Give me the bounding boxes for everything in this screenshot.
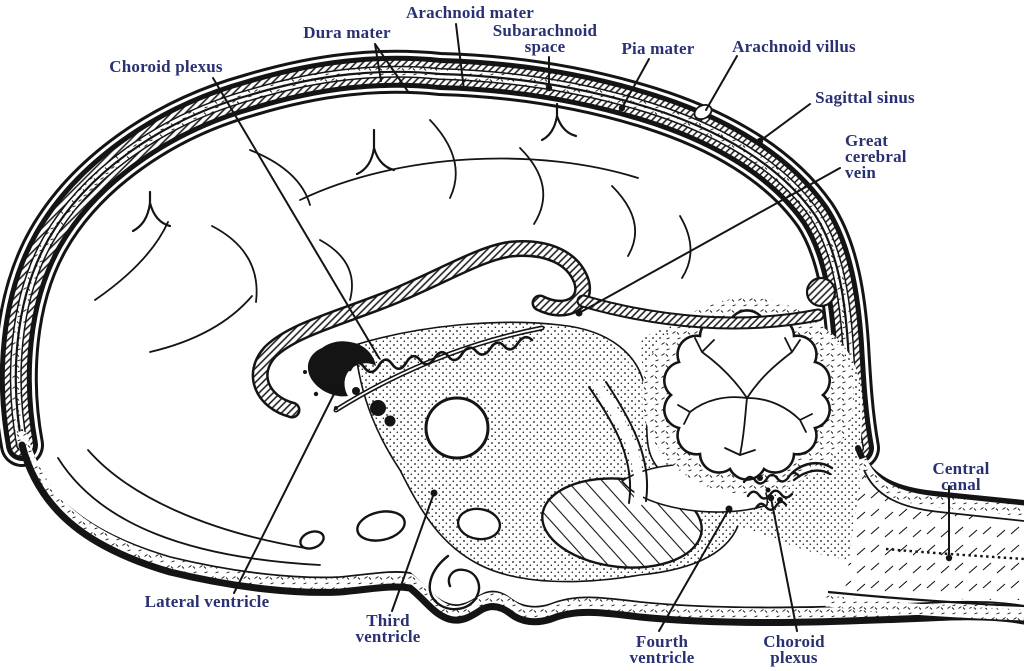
label-arachnoid-villus: Arachnoid villus	[732, 36, 856, 56]
label-fourth-ventricle: Fourth ventricle	[629, 631, 695, 667]
label-central-canal: Central canal	[932, 458, 990, 494]
tentorium-band	[576, 276, 837, 330]
label-choroid-plexus-upper: Choroid plexus	[109, 56, 223, 76]
leader-fourth-ventricle	[658, 508, 730, 632]
arbor-vitae	[677, 337, 813, 456]
label-lateral-ventricle: Lateral ventricle	[144, 591, 270, 611]
cerebellum	[642, 298, 854, 494]
base-structures	[299, 507, 502, 611]
pial-vessels	[131, 102, 578, 233]
leader-arachnoid-villus	[705, 55, 738, 111]
spinal-cord	[825, 445, 1024, 621]
corpus-callosum	[251, 240, 592, 419]
label-dura-mater: Dura mater	[303, 22, 391, 42]
cerebrum-sulci	[57, 119, 692, 566]
fornix	[333, 325, 545, 413]
meninges-shell	[0, 49, 880, 470]
leader-third-ventricle	[391, 492, 435, 612]
leader-arachnoid-mater	[455, 23, 465, 91]
label-arachnoid-mater: Arachnoid mater	[405, 2, 535, 22]
leader-dura-mater	[374, 43, 410, 94]
label-sagittal-sinus: Sagittal sinus	[815, 87, 915, 107]
leader-sagittal-sinus	[759, 103, 811, 142]
leader-choroid-plexus-lower	[770, 497, 798, 632]
label-choroid-plexus-lower: Choroid plexus	[763, 631, 825, 667]
sinus-confluence	[805, 276, 837, 308]
label-third-ventricle: Third ventricle	[355, 610, 421, 646]
leader-great-cerebral-vein	[578, 167, 841, 314]
leader-lateral-ventricle	[233, 381, 341, 594]
leader-choroid-plexus-upper	[212, 77, 380, 359]
cerebral-aqueduct	[588, 380, 648, 507]
choroid-plexus-lateral	[303, 335, 534, 427]
leader-pia-mater	[621, 58, 650, 109]
label-great-cerebral-vein: Great cerebral vein	[845, 130, 907, 183]
label-subarachnoid-space: Subarachnoid space	[492, 20, 598, 56]
label-pia-mater: Pia mater	[621, 38, 695, 58]
leader-lines	[212, 23, 953, 632]
interthalamic-adhesion	[424, 396, 490, 460]
